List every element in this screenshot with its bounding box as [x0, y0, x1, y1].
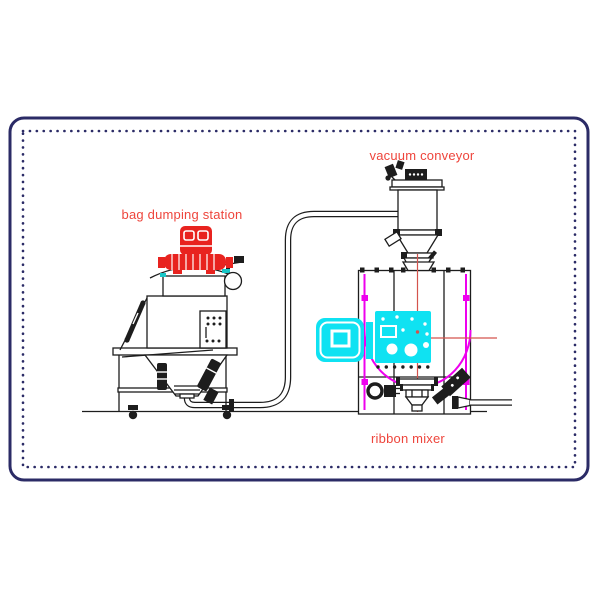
hopper-actuator [197, 358, 221, 392]
centerline-dot [415, 330, 420, 334]
dotted-inner-border [21, 129, 577, 469]
label-ribbon-mixer: ribbon mixer [371, 431, 445, 446]
label-bag-dumping-station: bag dumping station [122, 207, 243, 222]
gauge [223, 271, 243, 291]
teal-accent-mark [222, 269, 230, 273]
mixer-inlet [401, 261, 436, 272]
top-bolts [360, 267, 465, 273]
motor-body [316, 318, 364, 362]
bag-dumping-station-drawing [112, 226, 244, 420]
cyan-gear-motor [316, 311, 431, 369]
side-discharge-pipe [452, 396, 512, 409]
inlet-collar [162, 275, 226, 297]
hopper-valve [157, 363, 167, 390]
butterfly-valve [366, 382, 400, 400]
caster-wheel [222, 405, 232, 420]
conveyor-lid [391, 179, 443, 188]
conveyor-body [397, 189, 438, 231]
label-vacuum-conveyor: vacuum conveyor [370, 148, 475, 163]
flange-bolt-row [376, 365, 430, 369]
outer-border [8, 116, 590, 482]
caster-wheel [128, 405, 138, 420]
discharge-valve-stack [396, 377, 438, 412]
teal-accent-mark [160, 273, 166, 277]
side-nozzle [384, 231, 402, 247]
work-table [112, 347, 238, 356]
door-strut [124, 300, 146, 343]
control-box [405, 169, 427, 180]
red-blower-motor [158, 226, 233, 274]
top-filter-valves [384, 160, 405, 182]
decorative-border [8, 116, 590, 482]
control-panel [199, 310, 227, 349]
side-actuator [441, 367, 471, 397]
